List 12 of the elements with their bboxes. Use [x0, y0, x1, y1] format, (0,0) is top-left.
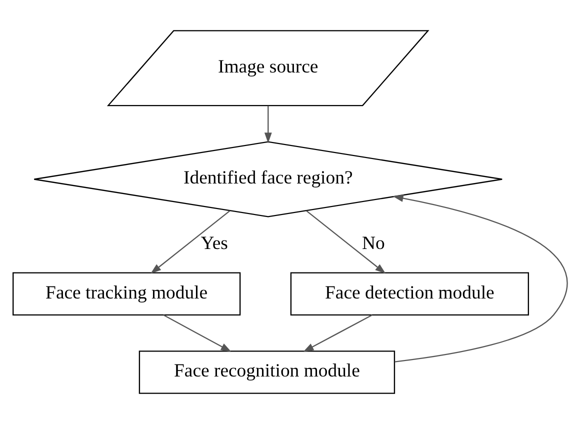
arrow	[150, 210, 230, 274]
node-box: Face recognition module	[138, 350, 396, 394]
edge-label: Yes	[200, 233, 228, 254]
node-diamond: Identified face region?	[34, 141, 503, 218]
node-box: Face detection module	[290, 272, 529, 316]
arrow	[163, 314, 232, 352]
arrow	[306, 210, 386, 274]
arrow	[303, 314, 372, 352]
edge-label: No	[362, 233, 385, 254]
arrow	[264, 106, 272, 144]
node-box: Face tracking module	[12, 272, 241, 316]
arrow	[392, 194, 568, 362]
